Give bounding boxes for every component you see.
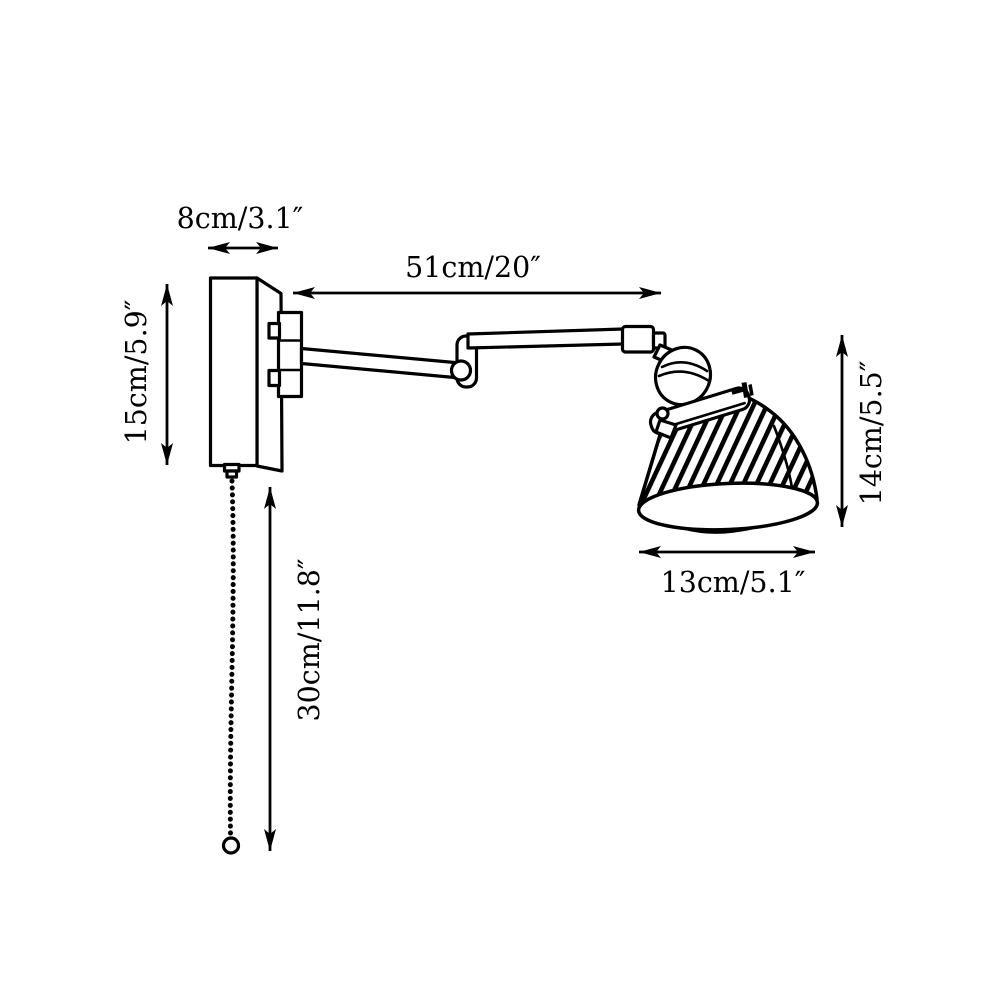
plate-height-label: 15cm/5.9″ (120, 300, 153, 445)
thumbscrew-head (741, 382, 749, 398)
socket-band-line-lower (657, 370, 711, 383)
shade-fold-line (772, 424, 794, 490)
wall-plate (208, 276, 304, 473)
arm-end-knuckle (620, 324, 656, 354)
socket-body (653, 345, 713, 407)
shade-height-label: 14cm/5.5″ (855, 361, 888, 506)
chain-length-label: 30cm/11.8″ (293, 559, 326, 722)
chain-pull-ring (221, 836, 241, 855)
arm-length-label: 51cm/20″ (405, 251, 541, 284)
lamp-shade (636, 395, 820, 534)
fitter-clamp-knob (655, 406, 670, 421)
lamp-socket (648, 343, 754, 440)
pull-chain (221, 462, 241, 855)
shade-mouth-opening (636, 481, 820, 532)
arm-mount-bracket (276, 310, 304, 399)
beaded-chain (227, 478, 236, 837)
dimension-plate-height: 15cm/5.9″ (120, 284, 173, 465)
dimension-shade-height: 14cm/5.5″ (836, 335, 888, 527)
socket-band-line-upper (660, 361, 709, 373)
bracket-tab-lower (267, 368, 282, 388)
arm-segment-inner-pivot-cap (449, 359, 473, 382)
wall-plate-front-face (208, 276, 259, 468)
thumbscrew-cap (748, 384, 754, 396)
dimension-chain-length: 30cm/11.8″ (264, 487, 326, 851)
shade-width-label: 13cm/5.1″ (661, 566, 806, 599)
dimension-shade-width: 13cm/5.1″ (639, 546, 815, 599)
arm-segment-outer (466, 327, 625, 350)
bracket-tab-upper (267, 321, 282, 340)
dimension-arm-length: 51cm/20″ (293, 251, 661, 299)
thumbscrew-stem (731, 388, 744, 395)
fitter-clamp-tab (654, 418, 678, 440)
chain-connector-lower (225, 469, 239, 479)
plate-depth-label: 8cm/3.1″ (177, 202, 304, 235)
dimension-plate-depth: 8cm/3.1″ (177, 202, 304, 254)
